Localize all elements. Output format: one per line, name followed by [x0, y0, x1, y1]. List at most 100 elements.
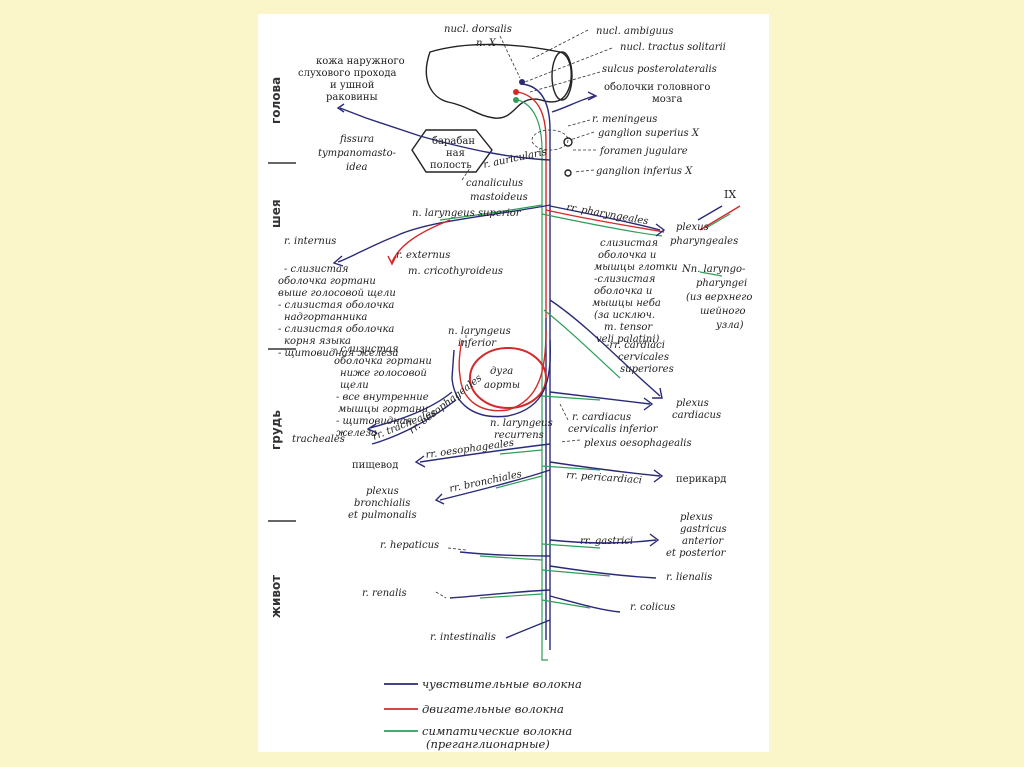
- meningeal-branch: [551, 95, 595, 113]
- label-r-lienalis: r. lienalis: [666, 572, 712, 583]
- oesophageal-branches: [419, 443, 551, 463]
- svg-text:- все внутренние: - все внутренние: [336, 392, 429, 403]
- legend-label-sympathetic-1: симпатические волокна: [422, 724, 572, 738]
- legend-label-sympathetic-2: (преганглионарные): [426, 737, 550, 751]
- label-meninges-1: оболочки головного: [604, 82, 710, 93]
- label-cardiaci-sup-3: superiores: [620, 364, 674, 375]
- tympanic-cavity-shape: [411, 129, 493, 173]
- diagram-sheet: [258, 14, 769, 752]
- svg-text:щели: щели: [340, 380, 369, 391]
- label-plexus-gastricus-2: gastricus: [680, 524, 727, 535]
- svg-text:мышцы неба: мышцы неба: [592, 298, 661, 309]
- bronchial-branches: [439, 469, 551, 501]
- label-ix: IX: [724, 188, 736, 201]
- colic-branch: [549, 595, 621, 613]
- label-fissura-1: fissura: [339, 134, 374, 145]
- superior-cardiac-branch: [549, 299, 661, 397]
- region-dividers: [268, 162, 296, 522]
- svg-text:- слизистая: - слизистая: [334, 344, 399, 355]
- label-tympanic-2: ная: [446, 148, 465, 159]
- label-r-meningeus: r. meningeus: [592, 114, 657, 125]
- svg-text:(за исключ.: (за исключ.: [594, 310, 655, 321]
- renal-branch: [449, 589, 551, 599]
- label-laryngeus-inferior-1: n. laryngeus: [448, 326, 511, 337]
- label-recurrens-2: recurrens: [494, 430, 544, 441]
- label-plexus-gastricus-4: et posterior: [666, 548, 727, 559]
- label-laryngeus-inferior-2: inferior: [458, 338, 497, 349]
- svg-text:- слизистая: - слизистая: [284, 264, 349, 275]
- region-label-head: голова: [269, 77, 283, 124]
- label-ganglion-inferius: ganglion inferius X: [596, 166, 693, 177]
- label-plexus-gastricus-3: anterior: [682, 536, 724, 547]
- label-fissura-3: idea: [346, 162, 368, 173]
- label-foramen: foramen jugulare: [599, 146, 688, 157]
- svg-text:- слизистая оболочка: - слизистая оболочка: [278, 324, 394, 335]
- label-sulcus: sulcus posterolateralis: [602, 64, 717, 75]
- label-nucl-dorsalis: nucl. dorsalis: [444, 24, 512, 35]
- external-branch: [391, 219, 451, 263]
- label-plexus-cardiacus-2: cardiacus: [672, 410, 721, 421]
- region-label-abdomen: живот: [269, 575, 283, 618]
- label-tympanic-3: полость: [430, 160, 472, 171]
- svg-text:- щитовидная железа: - щитовидная железа: [278, 348, 398, 359]
- superior-laryngeal-nerve: [337, 204, 551, 263]
- label-cardiaci-sup-1: -rr. cardiaci: [606, 340, 665, 351]
- svg-text:надгортанника: надгортанника: [284, 312, 367, 323]
- label-r-internus: r. internus: [284, 236, 336, 247]
- label-tympanic-1: барабан: [432, 136, 475, 147]
- inferior-cardiac-branch: [549, 391, 651, 405]
- label-leader-lines: [435, 29, 613, 599]
- legend-label-motor: двигательные волокна: [422, 702, 564, 716]
- label-nucl-ambiguus: nucl. ambiguus: [596, 26, 674, 37]
- svg-text:оболочка и: оболочка и: [594, 286, 652, 297]
- laryngopharyngeal-fibers: [699, 271, 723, 277]
- legend-label-sensory: чувствительные волокна: [422, 677, 582, 691]
- svg-text:Nn. laryngo-: Nn. laryngo-: [681, 264, 746, 275]
- svg-text:ниже голосовой: ниже голосовой: [340, 368, 427, 379]
- ganglion-markers: [531, 129, 573, 177]
- pharyngeal-branches: [549, 205, 661, 231]
- label-rr-pharyngeales: rr. pharyngeales: [565, 202, 649, 227]
- svg-text:- щитовидная: - щитовидная: [336, 416, 412, 427]
- label-canaliculus-1: canaliculus: [466, 178, 523, 189]
- label-tracheales: tracheales: [292, 434, 345, 445]
- region-label-chest: грудь: [269, 410, 283, 450]
- brainstem-drawing: [425, 43, 573, 119]
- svg-text:оболочка и: оболочка и: [598, 250, 656, 261]
- glossopharyngeal-fibers: [697, 205, 741, 231]
- gastric-branches: [549, 539, 657, 544]
- svg-text:шейного: шейного: [700, 306, 746, 317]
- svg-text:-слизистая: -слизистая: [594, 274, 655, 285]
- label-r-hepaticus: r. hepaticus: [380, 540, 439, 551]
- svg-text:выше голосовой щели: выше голосовой щели: [278, 288, 396, 299]
- label-plexus-bronch-1: plexus: [366, 486, 399, 497]
- label-rr-pericardiaci: rr. pericardiaci: [566, 470, 642, 486]
- svg-text:оболочка гортани: оболочка гортани: [334, 356, 432, 367]
- label-r-intestinalis: r. intestinalis: [430, 632, 496, 643]
- region-label-neck: шея: [269, 199, 283, 228]
- svg-text:слизистая: слизистая: [600, 238, 658, 249]
- recurrent-laryngeal-loop: [366, 329, 552, 445]
- label-skin-2: слухового прохода: [298, 68, 396, 79]
- svg-text:veli palatini): veli palatini): [596, 334, 660, 345]
- label-aorta-1: дуга: [490, 366, 513, 377]
- label-meninges-2: мозга: [652, 94, 682, 105]
- svg-text:оболочка гортани: оболочка гортани: [278, 276, 376, 287]
- label-laryngeus-superior: n. laryngeus superior: [412, 208, 522, 219]
- label-plexus-pharyngeales-2: pharyngeales: [670, 236, 738, 247]
- label-aorta-2: аорты: [484, 380, 520, 391]
- label-rr-gastrici: rr. gastrici: [580, 536, 633, 547]
- label-pericardium: перикард: [676, 474, 726, 485]
- inferior-description: - слизистая оболочка гортани ниже голосо…: [334, 344, 432, 439]
- label-r-colicus: r. colicus: [630, 602, 675, 613]
- svg-text:мышцы гортани: мышцы гортани: [338, 404, 428, 415]
- label-n-x: n. X: [476, 38, 497, 49]
- svg-text:мышцы глотки: мышцы глотки: [594, 262, 678, 273]
- svg-text:- слизистая оболочка: - слизистая оболочка: [278, 300, 394, 311]
- label-cricothyroideus: m. cricothyroideus: [408, 266, 503, 277]
- pericardial-branches: [549, 461, 661, 477]
- label-plexus-gastricus-1: plexus: [680, 512, 713, 523]
- label-plexus-pharyngeales-1: plexus: [676, 222, 709, 233]
- label-plexus-oesophagealis: plexus oesophagealis: [584, 438, 692, 449]
